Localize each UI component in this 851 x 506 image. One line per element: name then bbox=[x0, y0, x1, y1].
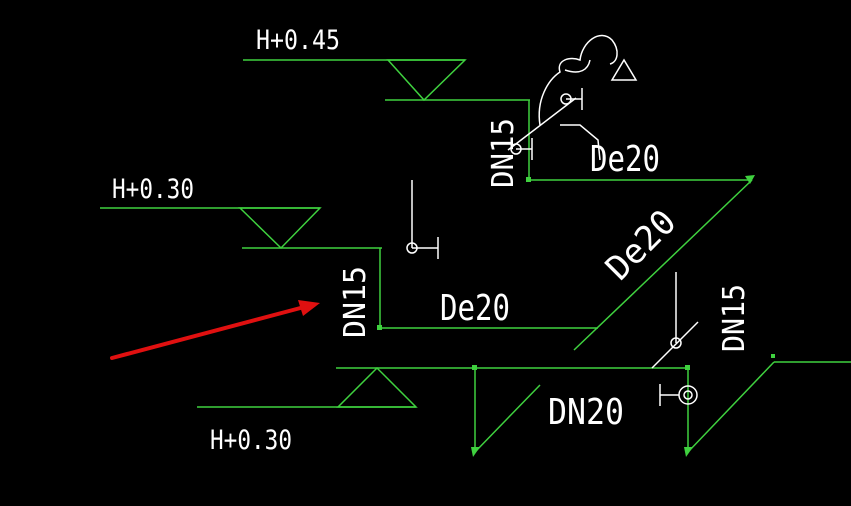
pipe-end-arrow-icon bbox=[684, 447, 693, 457]
pipe-end-arrow-icon bbox=[745, 175, 755, 184]
arrow-head-icon bbox=[298, 300, 320, 316]
fixture-triangle-icon bbox=[610, 58, 638, 81]
lower-pipe-group: DN15 DN20 bbox=[471, 272, 851, 457]
middle-riser-group: DN15 De20 bbox=[338, 180, 598, 338]
dn15-label-right: DN15 bbox=[717, 284, 752, 352]
de20-label-mid: De20 bbox=[440, 288, 510, 329]
de20-label-upper: De20 bbox=[590, 139, 660, 180]
upper-riser-group: DN15 De20 bbox=[486, 34, 755, 188]
level-label-mid: H+0.30 bbox=[112, 174, 194, 205]
elevation-marker-bottom: H+0.30 bbox=[197, 366, 688, 456]
level-label-bottom: H+0.30 bbox=[210, 425, 292, 456]
pipe-end-arrow-icon bbox=[471, 447, 480, 457]
dn15-label-upper: DN15 bbox=[486, 118, 521, 188]
elevation-marker-top: H+0.45 bbox=[243, 25, 530, 102]
elevation-triangle-icon bbox=[336, 366, 418, 408]
red-pointer-arrow bbox=[110, 300, 320, 360]
dn20-label: DN20 bbox=[548, 392, 624, 433]
elevation-triangle-icon bbox=[238, 207, 322, 250]
elevation-triangle-icon bbox=[386, 59, 467, 102]
level-label-top: H+0.45 bbox=[256, 25, 340, 56]
dn15-label-mid: DN15 bbox=[338, 266, 373, 338]
faucet-sketch-icon bbox=[538, 34, 618, 126]
de20-label-diagonal: De20 bbox=[598, 202, 684, 288]
elevation-marker-mid: H+0.30 bbox=[100, 174, 382, 250]
